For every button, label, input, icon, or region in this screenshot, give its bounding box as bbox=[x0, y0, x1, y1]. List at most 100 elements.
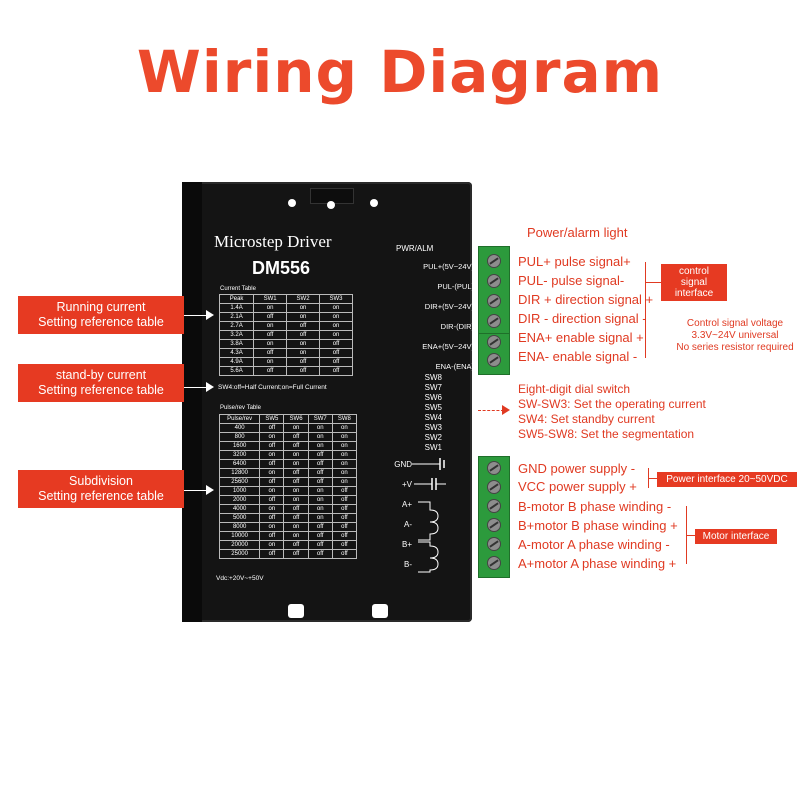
signal-description: PUL+ pulse signal+ bbox=[518, 254, 631, 269]
terminal-screw bbox=[487, 274, 501, 288]
terminal-screw bbox=[487, 254, 501, 268]
table-cell: on bbox=[307, 513, 333, 523]
terminal-screw bbox=[487, 537, 501, 551]
subdivision-pointer bbox=[184, 490, 206, 491]
control-note-line3: No series resistor required bbox=[676, 342, 794, 353]
table-cell: on bbox=[283, 522, 309, 532]
table-cell: on bbox=[307, 486, 333, 496]
standby-current-pointer bbox=[184, 387, 206, 388]
table-cell: off bbox=[307, 540, 333, 550]
table-cell: 4000 bbox=[218, 504, 261, 514]
table-cell: off bbox=[283, 477, 309, 487]
table-cell: 1600 bbox=[218, 441, 261, 451]
table-cell: 2.1A bbox=[218, 312, 255, 322]
switch-label: SW5 bbox=[424, 403, 442, 412]
motor-bracket-tick bbox=[686, 535, 695, 536]
table-cell: off bbox=[286, 330, 321, 340]
table-cell: off bbox=[286, 357, 321, 367]
signal-pin-label: ENA+(5V~24V) bbox=[422, 342, 474, 351]
terminal-screw bbox=[487, 353, 501, 367]
table-cell: off bbox=[331, 504, 358, 514]
table-cell: off bbox=[331, 513, 358, 523]
pulse-table-caption: Pulse/rev Table bbox=[220, 405, 261, 411]
dial-arrow bbox=[502, 405, 510, 415]
table-cell: on bbox=[331, 450, 358, 460]
table-cell: on bbox=[253, 339, 288, 349]
table-header-cell: SW3 bbox=[319, 294, 353, 304]
control-note-line2: 3.3V~24V universal bbox=[691, 330, 779, 341]
driver-model: DM556 bbox=[252, 258, 311, 278]
table-cell: off bbox=[307, 531, 333, 541]
mount-hole bbox=[370, 199, 378, 207]
table-cell: off bbox=[253, 330, 288, 340]
table-cell: on bbox=[259, 468, 285, 478]
table-header-cell: SW1 bbox=[253, 294, 288, 304]
table-header-cell: SW7 bbox=[307, 414, 333, 424]
power-bracket-tick bbox=[648, 478, 657, 479]
table-cell: 4.9A bbox=[218, 357, 255, 367]
standby-current-box: stand-by current Setting reference table bbox=[18, 364, 184, 402]
table-cell: on bbox=[259, 450, 285, 460]
switch-label: SW4 bbox=[424, 413, 442, 422]
terminal-screw bbox=[487, 499, 501, 513]
table-cell: on bbox=[286, 348, 321, 358]
table-cell: on bbox=[331, 468, 358, 478]
table-cell: off bbox=[307, 459, 333, 469]
table-cell: on bbox=[283, 423, 309, 433]
signal-description: ENA+ enable signal + bbox=[518, 330, 644, 345]
table-cell: on bbox=[259, 540, 285, 550]
table-cell: on bbox=[319, 303, 353, 313]
table-cell: off bbox=[286, 366, 321, 376]
table-cell: off bbox=[259, 549, 285, 559]
signal-bracket bbox=[645, 262, 646, 358]
motor-description: B+motor B phase winding + bbox=[518, 518, 678, 533]
control-signal-box: control signal interface bbox=[661, 264, 727, 301]
signal-pin-label: PUL-(PUL) bbox=[437, 282, 474, 291]
table-cell: 4.3A bbox=[218, 348, 255, 358]
table-cell: off bbox=[283, 504, 309, 514]
table-cell: 2.7A bbox=[218, 321, 255, 331]
table-cell: 1.4A bbox=[218, 303, 255, 313]
table-cell: off bbox=[331, 531, 358, 541]
table-cell: on bbox=[253, 321, 288, 331]
table-cell: on bbox=[331, 459, 358, 469]
table-cell: on bbox=[307, 423, 333, 433]
table-cell: off bbox=[286, 321, 321, 331]
table-cell: on bbox=[259, 504, 285, 514]
table-header-cell: Peak bbox=[218, 294, 255, 304]
table-cell: on bbox=[283, 450, 309, 460]
table-cell: 6400 bbox=[218, 459, 261, 469]
table-cell: off bbox=[259, 459, 285, 469]
table-cell: off bbox=[253, 366, 288, 376]
table-cell: on bbox=[283, 459, 309, 469]
table-cell: 3.8A bbox=[218, 339, 255, 349]
wiring-symbols bbox=[412, 458, 446, 573]
signal-pin-label: ENA-(ENA) bbox=[435, 362, 474, 371]
table-cell: off bbox=[331, 486, 358, 496]
table-cell: 400 bbox=[218, 423, 261, 433]
control-voltage-note: Control signal voltage 3.3V~24V universa… bbox=[672, 318, 798, 354]
power-description: VCC power supply + bbox=[518, 479, 637, 494]
table-cell: off bbox=[307, 450, 333, 460]
table-cell: on bbox=[331, 477, 358, 487]
power-alarm-label: Power/alarm light bbox=[527, 225, 628, 240]
table-cell: on bbox=[259, 486, 285, 496]
power-pin-label: GND bbox=[394, 460, 412, 469]
switch-label: SW8 bbox=[424, 373, 442, 382]
table-cell: on bbox=[331, 441, 358, 451]
switch-label: SW7 bbox=[424, 383, 442, 392]
